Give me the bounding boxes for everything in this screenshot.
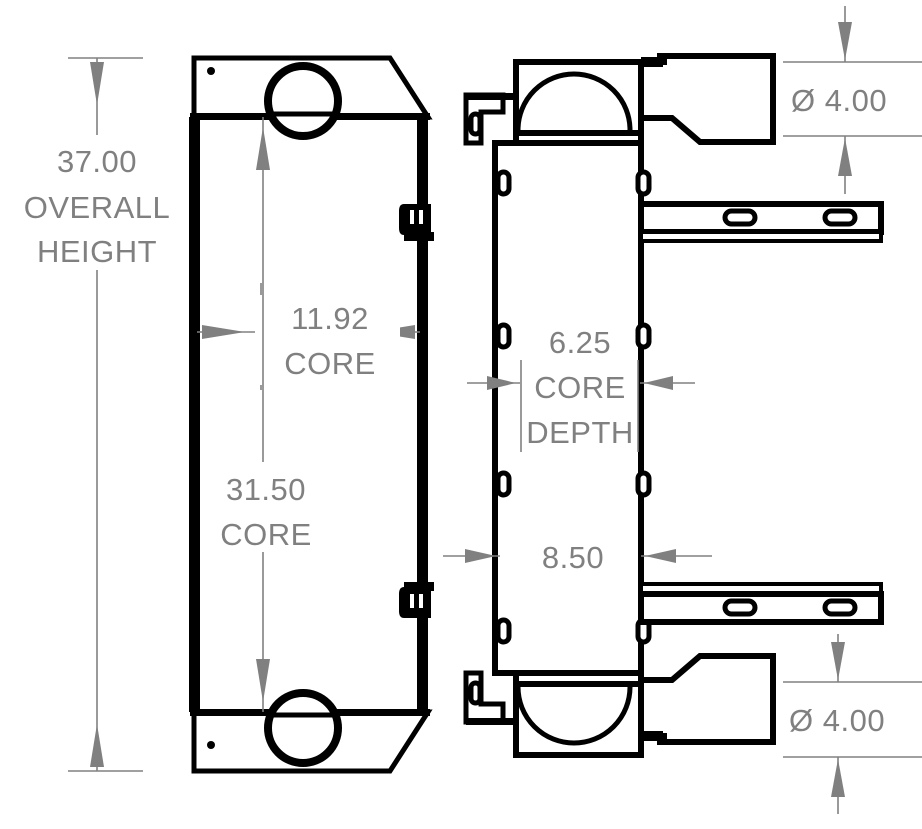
dimension-core-height: 31.50 CORE <box>205 117 340 712</box>
dimension-overall-height: 37.00 OVERALL HEIGHT <box>10 57 185 772</box>
front-view <box>189 55 434 774</box>
core-depth-label-line1: CORE <box>534 370 626 405</box>
front-view-lower-side-bracket <box>399 582 434 618</box>
dimension-core-depth: 6.25 CORE DEPTH <box>467 318 695 452</box>
core-width-value: 11.92 <box>291 301 369 336</box>
core-height-label: CORE <box>220 517 312 552</box>
overall-height-text-mask <box>10 135 185 270</box>
core-depth-value: 6.25 <box>549 325 611 360</box>
side-view-top-outlet-pipe <box>638 53 776 145</box>
core-height-arrow-top-icon <box>256 127 270 170</box>
side-view-upper-mounting-rail <box>638 201 884 243</box>
core-height-arrow-bottom-icon <box>256 659 270 702</box>
side-view-core-body <box>492 140 644 676</box>
overall-height-arrow-bottom-icon <box>90 724 104 767</box>
dimension-inlet-diameter: Ø 4.00 <box>783 6 922 194</box>
front-view-upper-side-bracket <box>399 204 434 241</box>
side-view-lower-left-bracket <box>463 670 516 725</box>
side-view-upper-left-bracket <box>463 92 516 146</box>
core-height-value: 31.50 <box>226 472 306 507</box>
overall-height-arrow-top-icon <box>90 62 104 105</box>
side-view-bottom-outlet-pipe <box>638 653 776 745</box>
core-depth-label-line2: DEPTH <box>526 415 634 450</box>
side-view-bottom-tank-divider <box>516 681 641 687</box>
front-view-top-port-circle-icon <box>264 62 342 140</box>
bottom-tank-bolt-hole-icon <box>207 741 215 749</box>
front-view-bottom-port-circle-icon <box>264 689 342 767</box>
overall-height-label-line2: HEIGHT <box>37 234 157 269</box>
dimension-core-width: 11.92 CORE <box>197 283 420 390</box>
side-view-top-dome-icon <box>515 71 633 131</box>
core-depth-text-mask <box>525 318 635 360</box>
core-height-text-mask <box>205 462 340 552</box>
side-view-top-tank-divider <box>516 130 641 136</box>
outlet-diameter-value: Ø 4.00 <box>789 703 885 738</box>
overall-depth-arrow-right-icon <box>645 549 676 563</box>
side-view-lower-mounting-rail <box>638 582 884 625</box>
core-width-text-mask <box>255 295 400 385</box>
overall-height-value: 37.00 <box>57 144 137 179</box>
inlet-diameter-value: Ø 4.00 <box>791 83 887 118</box>
overall-depth-value: 8.50 <box>542 540 604 575</box>
front-view-right-rail <box>417 117 428 712</box>
dimension-outlet-diameter: Ø 4.00 <box>783 634 922 814</box>
side-view-bottom-dome-icon <box>515 686 633 746</box>
core-width-arrow-left-icon <box>202 325 245 339</box>
overall-depth-arrow-left-icon <box>465 549 496 563</box>
overall-depth-text-mask <box>520 525 630 569</box>
inlet-diameter-arrow-top-icon <box>838 22 852 60</box>
core-depth-arrow-left-icon <box>487 376 516 390</box>
overall-height-label-line1: OVERALL <box>24 190 171 225</box>
side-view <box>463 53 884 758</box>
top-tank-bolt-hole-icon <box>207 67 215 75</box>
side-view-left-rail-slots <box>495 169 512 645</box>
inlet-diameter-arrow-bottom-icon <box>838 138 852 176</box>
core-depth-arrow-right-icon <box>644 376 673 390</box>
front-view-left-rail <box>189 117 200 712</box>
core-width-label: CORE <box>284 346 376 381</box>
outlet-diameter-arrow-bottom-icon <box>831 759 845 797</box>
dimension-overall-depth: 8.50 <box>443 525 712 575</box>
outlet-diameter-arrow-top-icon <box>831 642 845 680</box>
